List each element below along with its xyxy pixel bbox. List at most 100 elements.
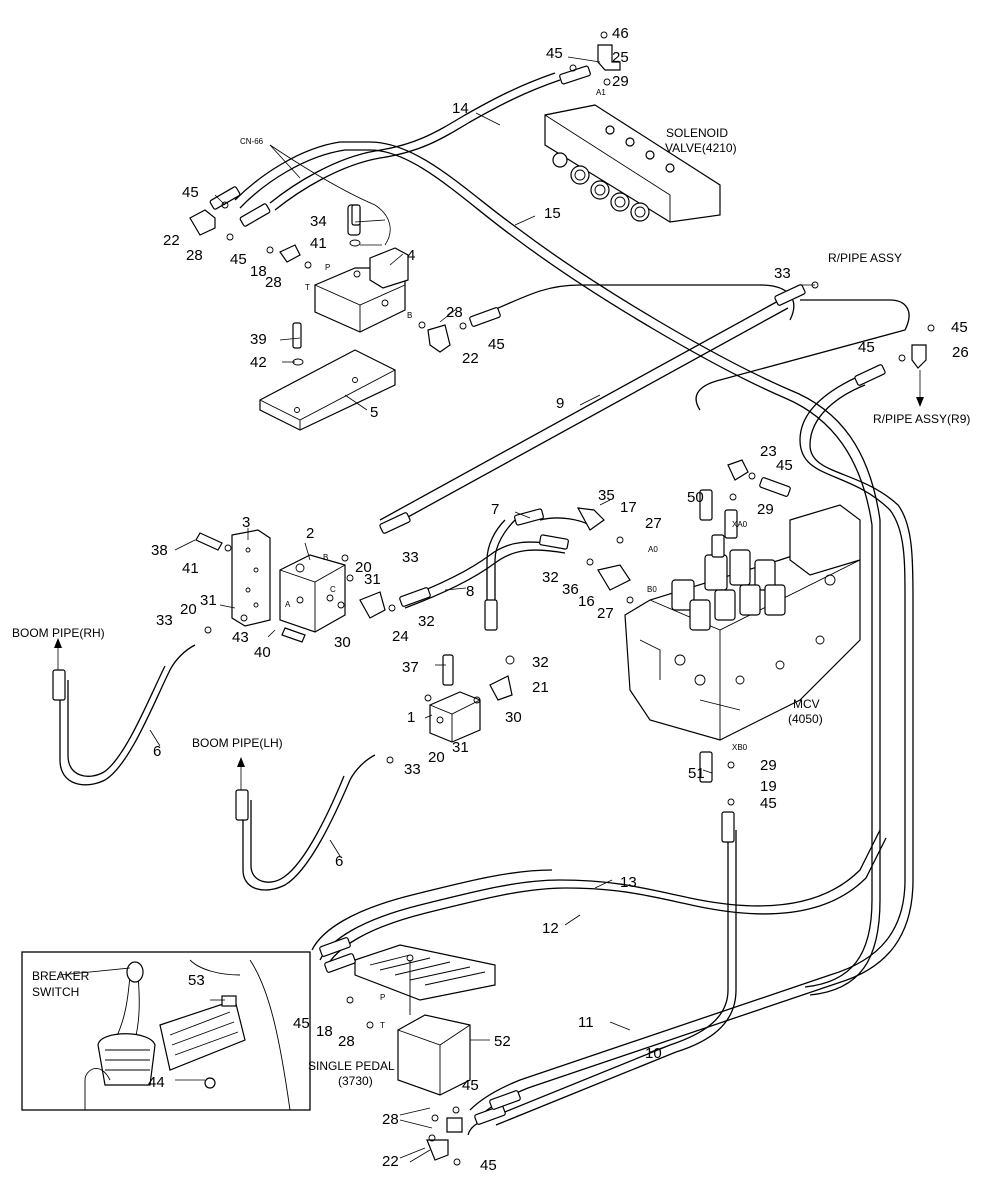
part-number: 22 bbox=[163, 232, 180, 249]
caption-single-pedal-2: (3730) bbox=[338, 1074, 373, 1088]
part-number: 40 bbox=[254, 644, 271, 661]
part-number: 45 bbox=[951, 319, 968, 336]
port-a2: A bbox=[285, 600, 291, 609]
part-number: 45 bbox=[230, 251, 247, 268]
bracket-5 bbox=[259, 349, 396, 431]
port-b: B bbox=[407, 311, 412, 320]
caption-boom-pipe-lh: BOOM PIPE(LH) bbox=[192, 736, 283, 750]
part-number: 8 bbox=[466, 583, 474, 600]
part-number: 46 bbox=[612, 25, 629, 42]
part-number: 2 bbox=[306, 525, 314, 542]
part-number: 18 bbox=[316, 1023, 333, 1040]
valve-block-2 bbox=[231, 529, 346, 633]
port-c: C bbox=[330, 585, 336, 594]
fittings bbox=[52, 44, 927, 1161]
part-number: 28 bbox=[338, 1033, 355, 1050]
part-number: 26 bbox=[952, 344, 969, 361]
part-number: 3 bbox=[242, 514, 250, 531]
o-rings bbox=[204, 31, 935, 1166]
caption-solenoid-valve-2: VALVE(4210) bbox=[665, 141, 737, 155]
captions: SOLENOID VALVE(4210) CN-66 R/PIPE ASSY R… bbox=[12, 88, 970, 1088]
part-number: 43 bbox=[232, 629, 249, 646]
port-a1: A1 bbox=[596, 88, 606, 97]
port-p2: P bbox=[380, 993, 385, 1002]
part-number: 28 bbox=[265, 274, 282, 291]
part-number: 33 bbox=[774, 265, 791, 282]
part-number: 16 bbox=[578, 593, 595, 610]
part-number: 45 bbox=[776, 457, 793, 474]
part-number: 28 bbox=[186, 247, 203, 264]
part-number: 44 bbox=[148, 1074, 165, 1091]
part-number: 29 bbox=[612, 73, 629, 90]
part-number: 30 bbox=[505, 709, 522, 726]
solenoid-valve bbox=[544, 104, 721, 223]
part-number: 30 bbox=[334, 634, 351, 651]
part-number: 29 bbox=[760, 757, 777, 774]
part-number: 32 bbox=[418, 613, 435, 630]
caption-breaker-switch-1: BREAKER bbox=[32, 969, 90, 983]
part-number: 39 bbox=[250, 331, 267, 348]
part-number: 45 bbox=[182, 184, 199, 201]
part-number: 6 bbox=[153, 743, 161, 760]
part-number: 24 bbox=[392, 628, 409, 645]
port-xa0: XA0 bbox=[732, 520, 748, 529]
part-number: 33 bbox=[402, 549, 419, 566]
part-number: 11 bbox=[578, 1014, 594, 1031]
caption-r-pipe-assy-r9: R/PIPE ASSY(R9) bbox=[873, 412, 970, 426]
part-number: 33 bbox=[404, 761, 421, 778]
caption-mcv-1: MCV bbox=[793, 697, 820, 711]
part-number: 35 bbox=[598, 487, 615, 504]
part-number: 27 bbox=[597, 605, 614, 622]
mcv-control-valve bbox=[624, 504, 861, 741]
part-number: 32 bbox=[532, 654, 549, 671]
part-number: 15 bbox=[544, 205, 561, 222]
part-number: 33 bbox=[156, 612, 173, 629]
part-number: 13 bbox=[620, 874, 637, 891]
part-number: 17 bbox=[620, 499, 637, 516]
part-number: 20 bbox=[428, 749, 445, 766]
caption-boom-pipe-rh: BOOM PIPE(RH) bbox=[12, 626, 105, 640]
part-number: 18 bbox=[250, 263, 267, 280]
part-number: 50 bbox=[687, 489, 704, 506]
part-number: 7 bbox=[491, 501, 499, 518]
part-number: 22 bbox=[462, 350, 479, 367]
part-number: 38 bbox=[151, 542, 168, 559]
part-number: 28 bbox=[446, 304, 463, 321]
port-xb0: XB0 bbox=[732, 743, 748, 752]
part-number: 37 bbox=[402, 659, 419, 676]
part-number: 14 bbox=[452, 100, 469, 117]
part-number: 6 bbox=[335, 853, 343, 870]
part-number: 34 bbox=[310, 213, 327, 230]
valve-block-1 bbox=[429, 691, 481, 743]
part-number: 36 bbox=[562, 581, 579, 598]
caption-mcv-2: (4050) bbox=[788, 712, 823, 726]
part-number: 41 bbox=[310, 235, 327, 252]
single-pedal bbox=[354, 944, 496, 1096]
part-number: 20 bbox=[180, 601, 197, 618]
part-number: 45 bbox=[858, 339, 875, 356]
part-number: 31 bbox=[364, 571, 381, 588]
part-number: 12 bbox=[542, 920, 559, 937]
port-b2: B bbox=[323, 553, 328, 562]
part-numbers: 46 45 25 29 14 15 45 22 28 34 41 4 45 18… bbox=[148, 25, 969, 1174]
part-number: 21 bbox=[532, 679, 549, 696]
part-number: 42 bbox=[250, 354, 267, 371]
part-number: 4 bbox=[407, 247, 415, 264]
port-a0: A0 bbox=[648, 545, 658, 554]
port-t2: T bbox=[380, 1021, 385, 1030]
part-number: 10 bbox=[645, 1045, 662, 1062]
part-number: 20 bbox=[355, 559, 372, 576]
part-number: 45 bbox=[546, 45, 563, 62]
part-number: 31 bbox=[200, 592, 217, 609]
part-number: 53 bbox=[188, 972, 205, 989]
pipes bbox=[59, 72, 914, 1136]
part-number: 45 bbox=[480, 1157, 497, 1174]
caption-single-pedal-1: SINGLE PEDAL bbox=[308, 1059, 395, 1073]
port-p: P bbox=[325, 263, 330, 272]
caption-r-pipe-assy: R/PIPE ASSY bbox=[828, 251, 902, 265]
part-number: 45 bbox=[760, 795, 777, 812]
valve-block-4 bbox=[314, 247, 409, 333]
port-b0: B0 bbox=[647, 585, 657, 594]
part-number: 28 bbox=[382, 1111, 399, 1128]
part-number: 27 bbox=[645, 515, 662, 532]
